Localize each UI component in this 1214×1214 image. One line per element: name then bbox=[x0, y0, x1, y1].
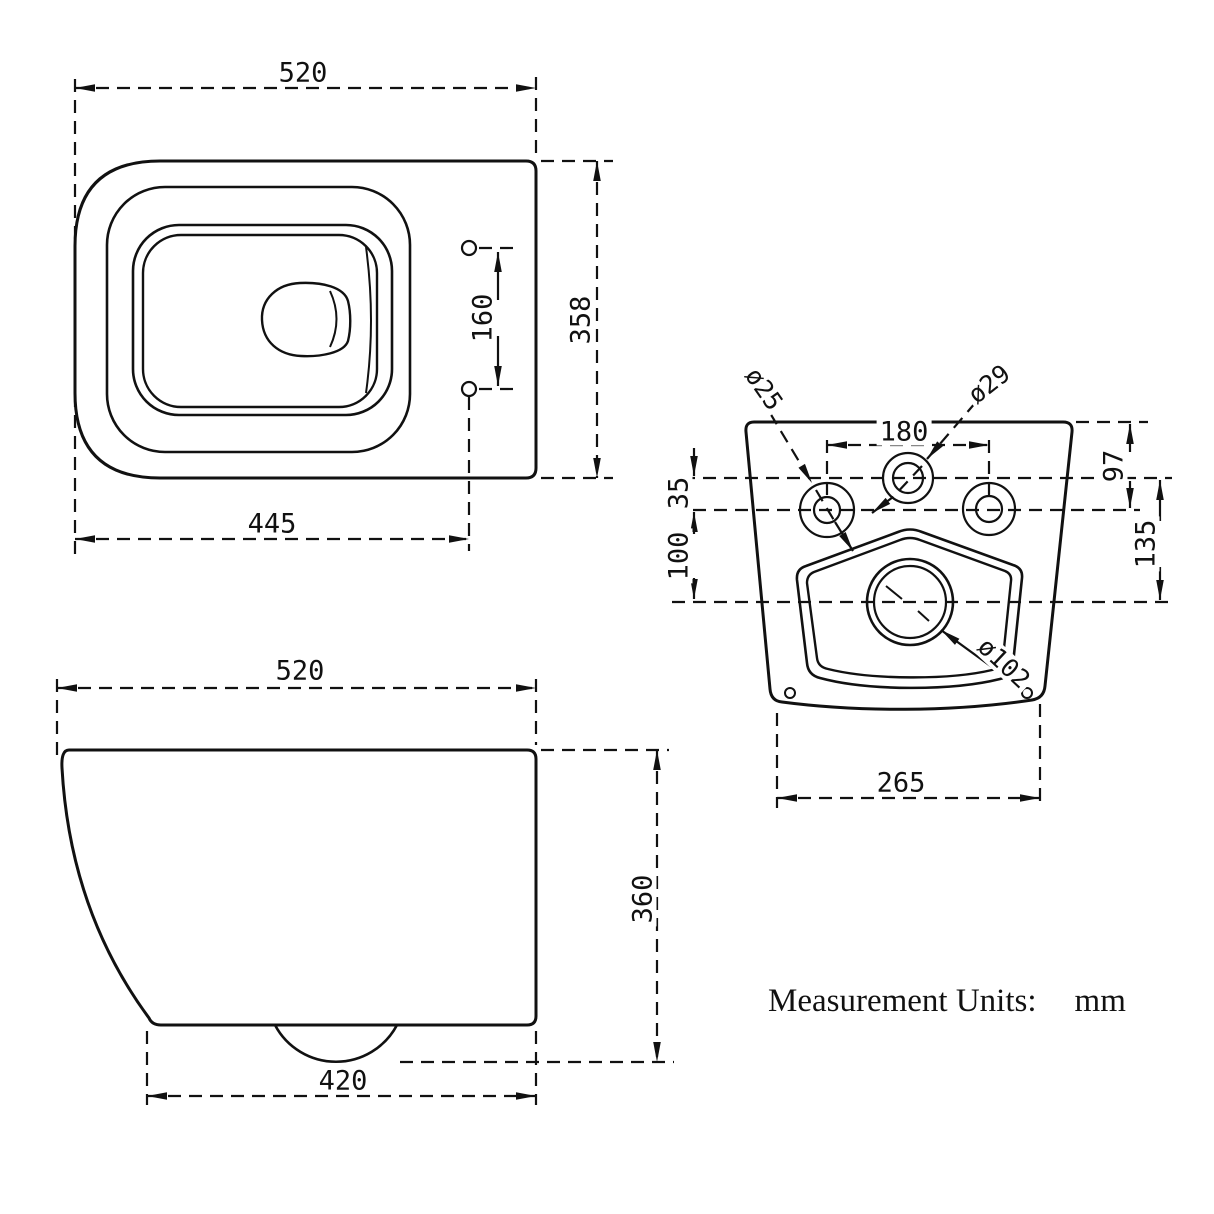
plan-water-spot-inner-line bbox=[329, 290, 338, 348]
side-body-outline bbox=[60, 748, 538, 1027]
side-outlet-arc bbox=[273, 1024, 399, 1064]
drain-diameter-center-mark bbox=[917, 610, 930, 622]
dim-label-inlet-to-drain: 135 bbox=[1131, 516, 1162, 572]
dim-label-rear-base: 265 bbox=[873, 769, 929, 797]
rear-corner-hole-left bbox=[784, 687, 796, 699]
leader-inlet-hole-diameter bbox=[892, 465, 923, 498]
leader-fixing-hole-diameter bbox=[769, 412, 813, 484]
rear-drain-outer bbox=[865, 557, 955, 647]
dim-label-hinge-spacing: 160 bbox=[468, 290, 499, 346]
units-note-label: Measurement Units: bbox=[768, 983, 1037, 1019]
plan-bowl-backwall-line bbox=[365, 246, 372, 394]
leader-inlet-hole-diameter bbox=[926, 401, 977, 460]
plan-hinge-hole-top bbox=[460, 239, 478, 257]
rear-drain-inner bbox=[872, 564, 948, 640]
drain-diameter-center-mark bbox=[885, 585, 903, 600]
leader-fixing-hole-diameter bbox=[834, 521, 854, 552]
rear-corner-hole-right bbox=[1021, 687, 1033, 699]
side-view-linework bbox=[55, 679, 674, 1105]
plan-hinge-hole-bottom bbox=[460, 380, 478, 398]
dim-label-plan-depth: 358 bbox=[566, 292, 597, 348]
dim-label-mounting-line: 445 bbox=[244, 510, 300, 538]
rear-body-outline bbox=[744, 420, 1074, 711]
rear-inlet-hole-inner bbox=[891, 461, 925, 495]
dim-label-side-width: 520 bbox=[272, 657, 328, 685]
dim-label-fixing-to-drain: 100 bbox=[664, 528, 695, 584]
dim-label-plan-width: 520 bbox=[275, 59, 331, 87]
plan-body-outline bbox=[73, 159, 538, 480]
dim-label-side-height: 360 bbox=[628, 871, 659, 927]
plan-bowl-rim-outline bbox=[141, 233, 379, 409]
units-note-value: mm bbox=[1074, 983, 1126, 1019]
leader-inlet-hole-diameter bbox=[871, 496, 894, 514]
units-note: Measurement Units: mm bbox=[768, 982, 1126, 1022]
plan-water-spot-outline bbox=[260, 281, 352, 358]
rear-inlet-hole-outer bbox=[881, 451, 935, 505]
rear-fixing-hole-left-inner bbox=[812, 495, 842, 525]
plan-seat-inner-outline bbox=[131, 223, 394, 417]
rear-view-linework bbox=[672, 401, 1172, 808]
plan-view-linework bbox=[73, 77, 613, 557]
dim-label-inlet-to-fixing: 35 bbox=[664, 473, 695, 513]
dim-label-top-to-fixing: 97 bbox=[1099, 446, 1130, 486]
leader-fixing-hole-diameter bbox=[815, 489, 836, 523]
dim-label-fixing-spacing: 180 bbox=[876, 418, 932, 446]
plan-seat-outer-outline bbox=[105, 185, 412, 454]
rear-fixing-hole-right-inner bbox=[974, 494, 1004, 524]
dim-label-side-base: 420 bbox=[315, 1067, 371, 1095]
